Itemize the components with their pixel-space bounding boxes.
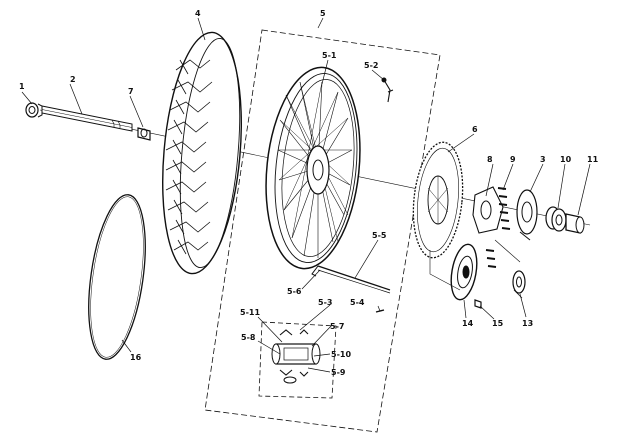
callout-5-5: 5-5 — [372, 231, 387, 240]
callout-labels: 1 2 7 4 5 5-1 5-2 6 8 9 3 10 11 5-5 5-6 … — [19, 9, 599, 377]
spoke-long-part-2 — [317, 269, 391, 294]
cap-part — [565, 213, 585, 234]
hub-internals-box — [258, 321, 337, 399]
callout-8: 8 — [487, 155, 493, 164]
callout-5-7: 5-7 — [330, 322, 344, 331]
spacer-part — [137, 127, 151, 141]
valve-part — [381, 77, 394, 103]
collar-part — [545, 206, 567, 232]
callout-13: 13 — [522, 319, 533, 328]
brake-disc-part — [412, 141, 464, 259]
callout-5-11: 5-11 — [240, 308, 260, 317]
axle-nut-part — [25, 102, 43, 118]
rim-band-inner — [90, 196, 144, 358]
callout-7: 7 — [128, 87, 134, 96]
wheel-assembly-group-box — [204, 29, 441, 433]
small-bolt-part — [474, 299, 482, 309]
hub-bearings-part — [271, 329, 321, 384]
callout-11: 11 — [587, 155, 599, 164]
callout-6: 6 — [472, 125, 478, 134]
callout-14: 14 — [462, 319, 474, 328]
carrier-part — [472, 186, 504, 234]
callout-15: 15 — [492, 319, 504, 328]
seal-part — [516, 189, 538, 241]
gear-part — [512, 270, 526, 299]
callout-5: 5 — [320, 9, 326, 18]
callout-9: 9 — [510, 155, 516, 164]
tire-part — [162, 31, 242, 275]
rim-band-part — [88, 194, 146, 360]
callout-5-6: 5-6 — [287, 287, 302, 296]
spoke-long-part — [317, 265, 391, 291]
speedo-drive-part — [450, 243, 478, 301]
callout-10: 10 — [560, 155, 572, 164]
axle-shaft-part — [41, 105, 133, 132]
callout-2: 2 — [70, 75, 76, 84]
leader-lines — [21, 17, 591, 373]
disc-bolts-part — [485, 187, 511, 268]
projection-line-1 — [429, 250, 461, 291]
callout-5-2: 5-2 — [364, 61, 378, 70]
callout-5-3: 5-3 — [318, 298, 332, 307]
callout-1: 1 — [19, 82, 25, 91]
callout-5-9: 5-9 — [331, 368, 346, 377]
callout-5-1: 5-1 — [322, 51, 337, 60]
callout-3: 3 — [540, 155, 546, 164]
callout-16: 16 — [130, 353, 142, 362]
callout-5-4: 5-4 — [350, 298, 365, 307]
callout-5-8: 5-8 — [241, 333, 256, 342]
callout-4: 4 — [195, 9, 201, 18]
callout-5-10: 5-10 — [331, 350, 351, 359]
spoked-rim-part — [265, 66, 361, 270]
projection-line-2 — [494, 239, 521, 263]
